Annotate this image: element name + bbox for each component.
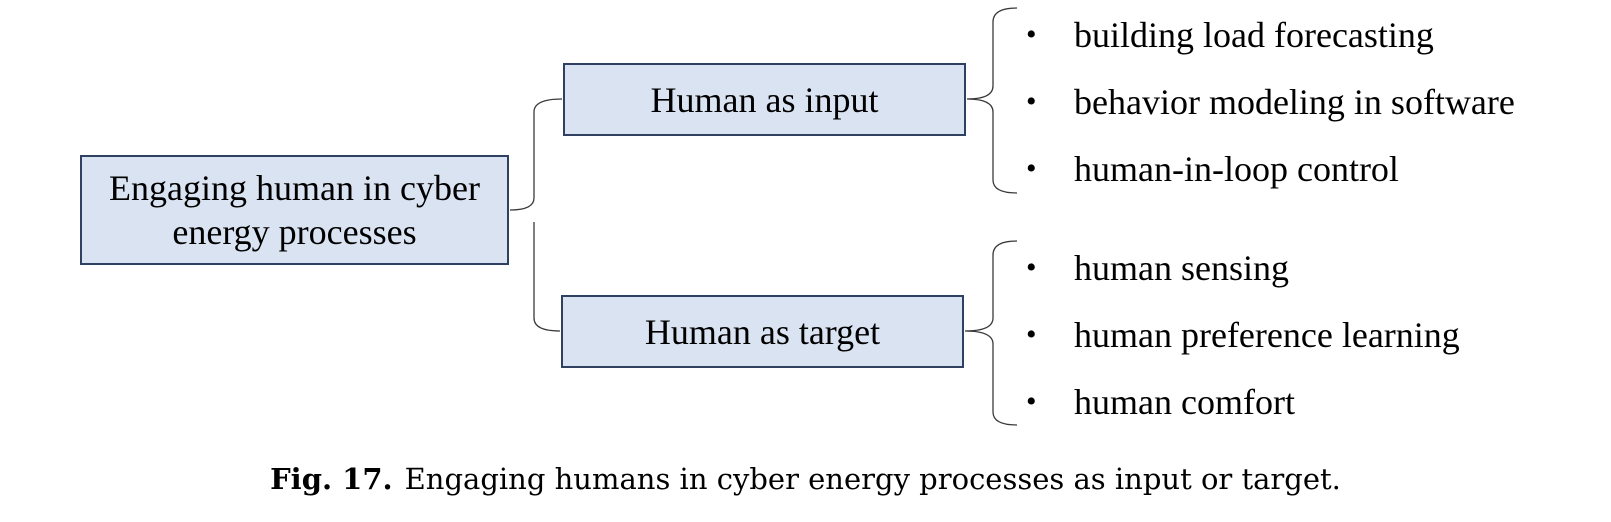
list-item: • human-in-loop control [1022,147,1399,191]
branch-node-label: Human as target [644,311,881,352]
caption-text: Engaging humans in cyber energy processe… [404,462,1341,496]
list-item-text: human sensing [1074,248,1289,288]
list-item: • behavior modeling in software [1022,80,1515,124]
list-item: • human sensing [1022,246,1289,290]
bullet-icon: • [1026,85,1037,118]
root-bracket [509,98,563,332]
branch-node-target: Human as target [561,295,964,368]
list-item: • human preference learning [1022,313,1460,357]
list-item-text: human-in-loop control [1074,149,1399,189]
input-bracket [966,7,1018,194]
bullet-icon: • [1026,152,1037,185]
bullet-icon: • [1026,385,1037,418]
root-node: Engaging human in cyber energy processes [80,155,509,265]
list-item: • building load forecasting [1022,13,1434,57]
list-item-text: behavior modeling in software [1074,82,1515,122]
list-item-text: building load forecasting [1074,15,1434,55]
branch-node-label: Human as input [650,79,879,120]
list-item-text: human preference learning [1074,315,1460,355]
list-item: • human comfort [1022,380,1295,424]
root-node-label: Engaging human in cyber energy processes [109,168,480,252]
list-item-text: human comfort [1074,382,1295,422]
bullet-icon: • [1026,251,1037,284]
bullet-icon: • [1026,18,1037,51]
bullet-icon: • [1026,318,1037,351]
target-bracket [964,240,1018,426]
figure-caption: Fig. 17. Engaging humans in cyber energy … [0,460,1611,498]
caption-label: Fig. 17. [270,462,393,496]
branch-node-input: Human as input [563,63,966,136]
